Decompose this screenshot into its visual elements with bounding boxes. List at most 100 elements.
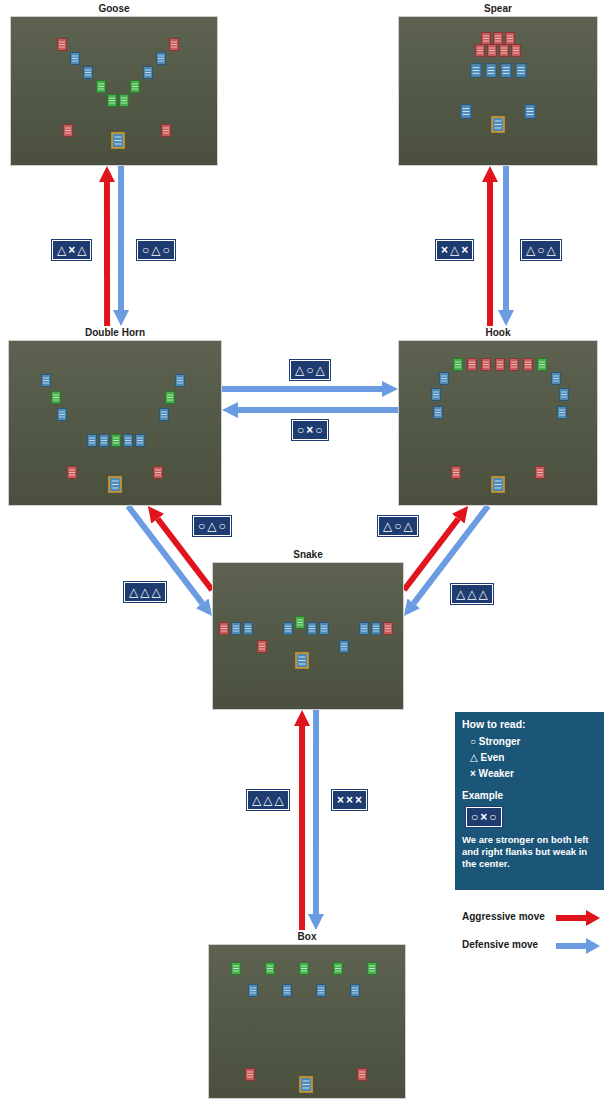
- unit-icon: [120, 95, 129, 107]
- unit-icon: [157, 53, 166, 65]
- commander-icon: [492, 477, 504, 492]
- unit-icon: [482, 359, 491, 371]
- defensive-arrow: [118, 166, 124, 310]
- unit-icon: [440, 373, 449, 385]
- unit-icon: [432, 389, 441, 401]
- example-note: We are stronger on both left and right f…: [462, 834, 598, 870]
- formation-node: Snake: [212, 548, 404, 710]
- unit-icon: [88, 435, 97, 447]
- legend-panel: [455, 712, 604, 890]
- edge-label-holder: △○△: [290, 360, 330, 380]
- unit-icon: [284, 623, 293, 635]
- unit-icon: [486, 64, 496, 78]
- unit-icon: [266, 963, 275, 975]
- condition-symbols: ○△○: [193, 516, 231, 536]
- unit-icon: [468, 359, 477, 371]
- unit-icon: [476, 45, 485, 57]
- unit-icon: [320, 623, 329, 635]
- unit-icon: [232, 963, 241, 975]
- unit-icon: [516, 64, 526, 78]
- edge-label-holder: ×△×: [436, 240, 473, 260]
- unit-icon: [176, 375, 185, 387]
- legend-text: Aggressive move: [462, 911, 545, 922]
- unit-icon: [525, 105, 535, 119]
- defensive-arrow: [313, 710, 319, 914]
- formation-panel: [10, 16, 218, 166]
- condition-symbols: △△△: [247, 790, 289, 810]
- unit-icon: [358, 1069, 367, 1081]
- unit-icon: [166, 392, 175, 404]
- unit-icon: [64, 125, 73, 137]
- panel-ground: [398, 16, 598, 166]
- unit-icon: [246, 1069, 255, 1081]
- unit-icon: [300, 963, 309, 975]
- edge-label-holder: △△△: [124, 582, 166, 602]
- unit-icon: [162, 125, 171, 137]
- unit-icon: [524, 359, 533, 371]
- panel-ground: [208, 944, 406, 1099]
- edge-label-holder: ○△○: [137, 240, 175, 260]
- commander-icon: [300, 1077, 312, 1092]
- label-holder: We are stronger on both left and right f…: [462, 834, 598, 870]
- condition-symbols: △×△: [52, 240, 91, 260]
- unit-icon: [131, 81, 140, 93]
- legend-text: ○ Stronger: [470, 736, 521, 747]
- legend-arrow-line: [556, 915, 588, 921]
- edge-label-holder: ○×○: [292, 420, 328, 440]
- formation-panel: [208, 944, 406, 1099]
- condition-symbols: ×××: [332, 790, 367, 810]
- formation-node: Box: [208, 930, 406, 1099]
- unit-icon: [170, 39, 179, 51]
- edge-label-holder: ○△○: [193, 516, 231, 536]
- unit-icon: [454, 359, 463, 371]
- condition-symbols: ○×○: [292, 420, 328, 440]
- legend-entry: △ Even: [470, 752, 504, 763]
- formation-title: Double Horn: [85, 326, 145, 340]
- legend-arrow-head: [586, 910, 600, 926]
- condition-symbols: ×△×: [436, 240, 473, 260]
- legend-arrow-head: [586, 938, 600, 954]
- defensive-arrow: [222, 386, 382, 392]
- unit-icon: [372, 623, 381, 635]
- unit-icon: [136, 435, 145, 447]
- unit-icon: [58, 39, 67, 51]
- legend-arrow-line: [556, 943, 588, 949]
- edge-label-holder: △△△: [451, 584, 493, 604]
- edge-label-holder: △×△: [52, 240, 91, 260]
- formation-panel: [8, 340, 222, 506]
- edge-label-holder: ×××: [332, 790, 367, 810]
- unit-icon: [232, 623, 241, 635]
- unit-icon: [536, 467, 545, 479]
- formation-node: Spear: [398, 2, 598, 166]
- unit-icon: [100, 435, 109, 447]
- example-symbols: ○×○: [466, 807, 502, 827]
- formation-node: Hook: [398, 326, 598, 506]
- formation-title: Hook: [486, 326, 511, 340]
- unit-icon: [317, 985, 326, 997]
- unit-icon: [501, 64, 511, 78]
- unit-icon: [552, 373, 561, 385]
- legend-entry: ○ Stronger: [470, 736, 521, 747]
- unit-icon: [488, 45, 497, 57]
- edge-label-holder: △○△: [378, 516, 418, 536]
- unit-icon: [258, 641, 267, 653]
- formation-node: Double Horn: [8, 326, 222, 506]
- formation-panel: [398, 16, 598, 166]
- unit-icon: [112, 435, 121, 447]
- unit-icon: [108, 95, 117, 107]
- edge-label-holder: △△△: [247, 790, 289, 810]
- unit-icon: [154, 467, 163, 479]
- unit-icon: [124, 435, 133, 447]
- condition-symbols: △△△: [451, 584, 493, 604]
- unit-icon: [296, 617, 305, 629]
- condition-symbols: ○△○: [137, 240, 175, 260]
- label-holder: Example: [462, 790, 600, 801]
- unit-icon: [52, 392, 61, 404]
- formation-panel: [398, 340, 598, 506]
- defensive-arrow: [503, 166, 509, 310]
- unit-icon: [68, 467, 77, 479]
- legend-text: △ Even: [470, 752, 504, 763]
- legend-text: × Weaker: [470, 768, 514, 779]
- unit-icon: [334, 963, 343, 975]
- unit-icon: [71, 53, 80, 65]
